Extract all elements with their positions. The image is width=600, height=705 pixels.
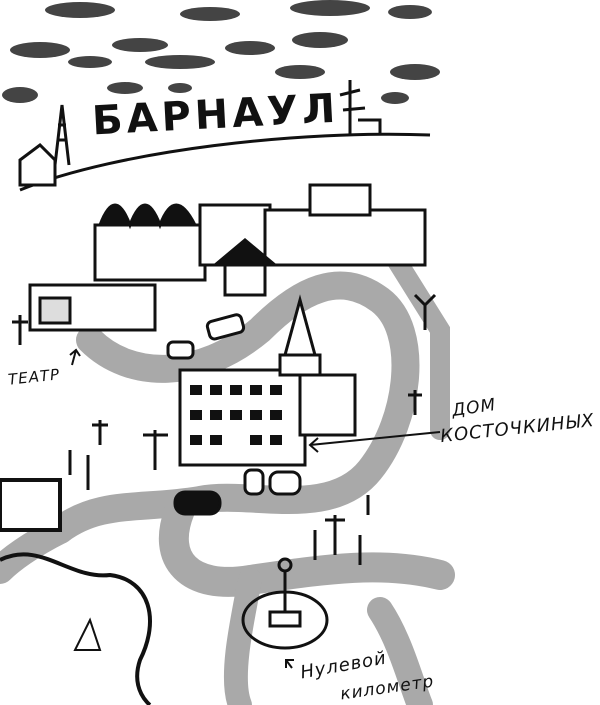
kostochkin-house [178, 294, 357, 467]
buildings-top [28, 183, 427, 332]
cactus-icons [12, 293, 437, 565]
cars [166, 313, 302, 516]
cloud-scribbles [2, 0, 440, 104]
zero-kilometer-monument [241, 557, 329, 650]
park-and-building [0, 478, 152, 705]
hill-line [19, 132, 431, 192]
pointer-arrows [69, 348, 441, 669]
tv-tower-icon [53, 104, 71, 166]
small-house-icon [18, 143, 57, 187]
antenna-tree-icon [339, 80, 382, 135]
